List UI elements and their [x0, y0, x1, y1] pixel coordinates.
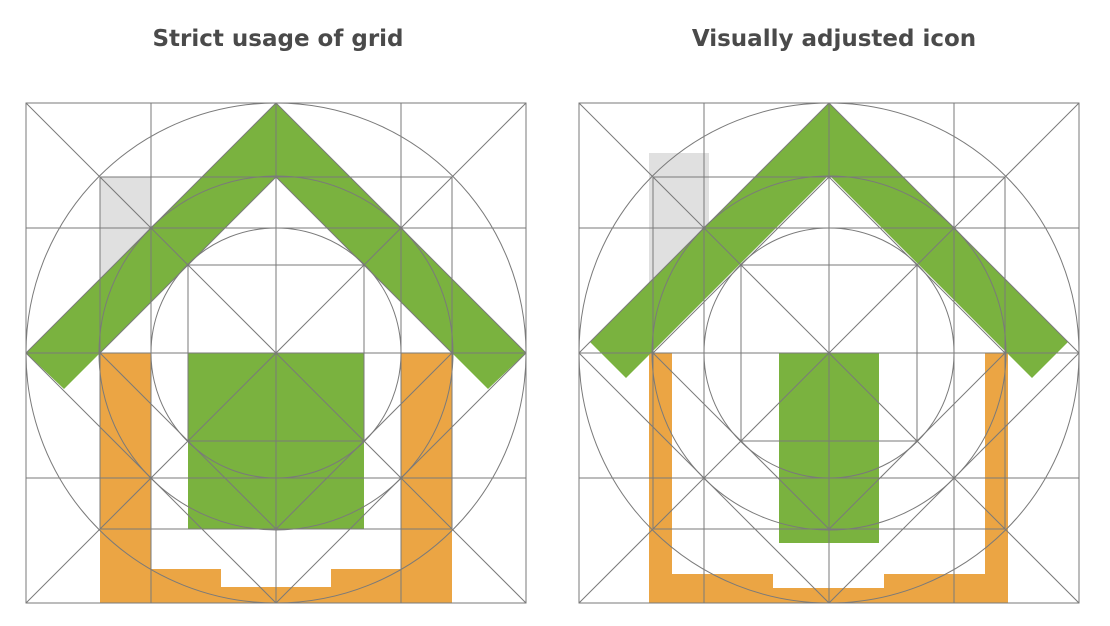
- panel-title-strict: Strict usage of grid: [152, 26, 404, 52]
- panel-title-adjusted: Visually adjusted icon: [691, 26, 977, 52]
- walls-shape: [649, 353, 1008, 603]
- strict-grid-overlay: [25, 102, 527, 604]
- adjusted-grid-overlay: [578, 102, 1080, 604]
- walls-shape: [100, 353, 452, 603]
